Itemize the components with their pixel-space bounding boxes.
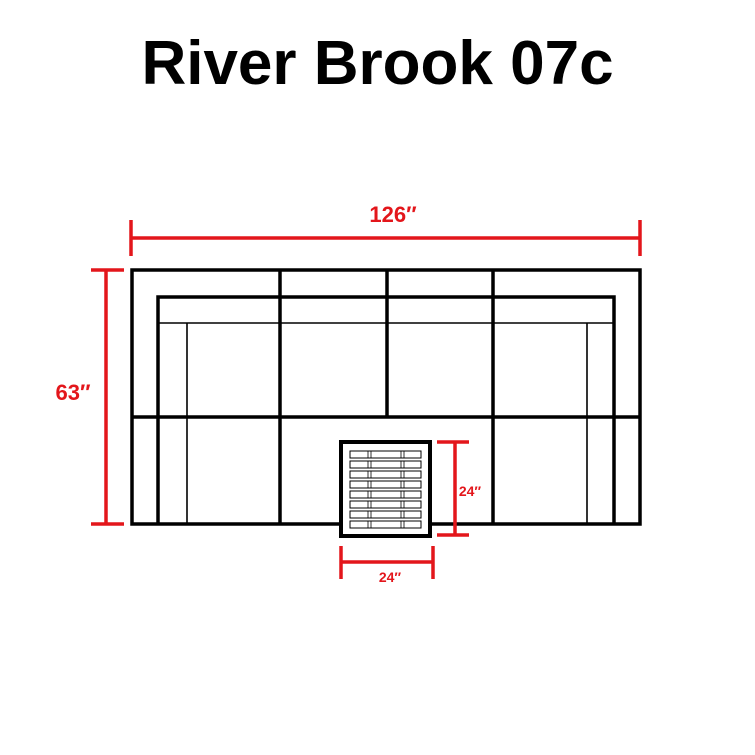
slat-support	[400, 490, 405, 499]
page-title: River Brook 07c	[141, 29, 614, 98]
table-slat	[349, 450, 422, 459]
overall-depth-label: 63″	[55, 380, 90, 405]
dimension-table-depth: 24″	[437, 440, 482, 537]
overall-width-label: 126″	[369, 202, 417, 227]
slat-support	[367, 480, 372, 489]
table-slat	[349, 480, 422, 489]
slat-support	[367, 520, 372, 529]
slat-support	[367, 510, 372, 519]
table-slat	[349, 500, 422, 509]
table-depth-label: 24″	[459, 483, 482, 499]
table-slat	[349, 470, 422, 479]
slat-support	[400, 460, 405, 469]
table-slat	[349, 510, 422, 519]
slat-support	[367, 490, 372, 499]
slat-support	[367, 460, 372, 469]
slat-support	[367, 500, 372, 509]
slat-support	[400, 520, 405, 529]
dimension-width: 126″	[129, 202, 642, 256]
slat-support	[400, 480, 405, 489]
slat-support	[400, 510, 405, 519]
table-slat	[349, 520, 422, 529]
table-slat	[349, 460, 422, 469]
slat-support	[400, 450, 405, 459]
slat-support	[367, 450, 372, 459]
slat-support	[400, 500, 405, 509]
slat-support	[400, 470, 405, 479]
dimension-table-width: 24″	[339, 546, 435, 585]
dimension-depth: 63″	[55, 268, 124, 526]
slat-support	[367, 470, 372, 479]
table-slat	[349, 490, 422, 499]
table-width-label: 24″	[379, 569, 402, 585]
coffee-table	[339, 440, 432, 538]
